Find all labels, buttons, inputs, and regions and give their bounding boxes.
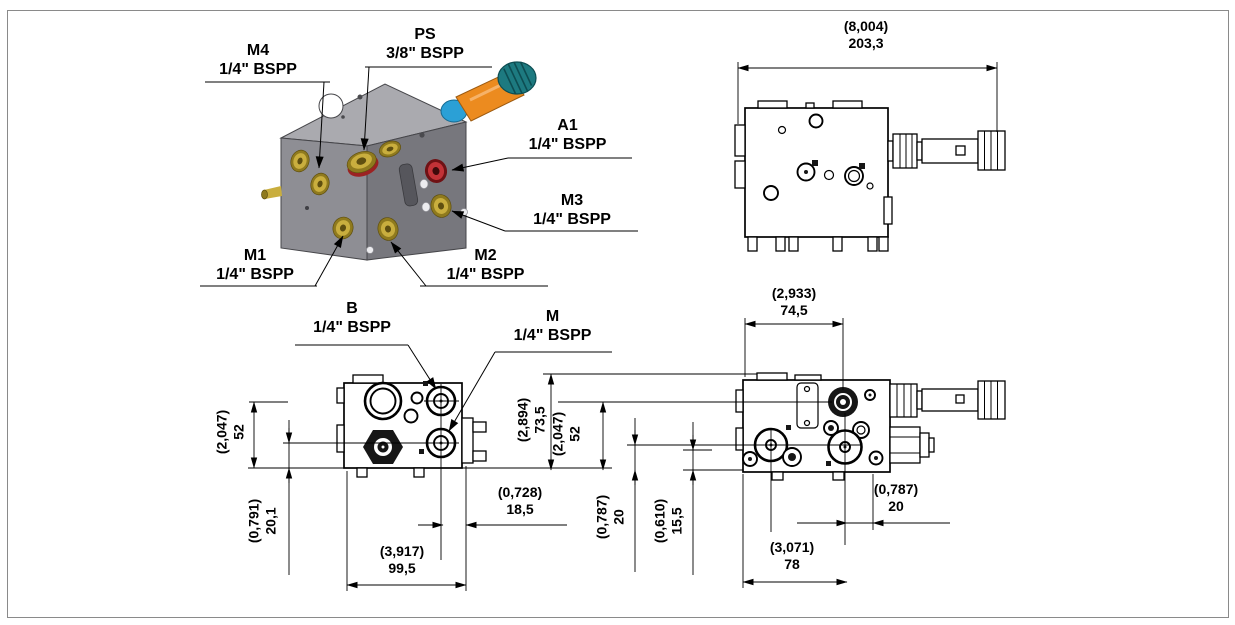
iso-relief-valve xyxy=(440,61,537,123)
port-thread: 1/4" BSPP xyxy=(533,210,611,228)
port-name: B xyxy=(346,300,358,317)
port-name: M2 xyxy=(474,247,497,264)
dim-front-left-offset: (0,791) 20,1 xyxy=(245,499,278,543)
port-label-m2: M2 1/4" BSPP xyxy=(418,247,553,285)
left-face-hole xyxy=(305,206,309,210)
port-label-ps: PS 3/8" BSPP xyxy=(355,26,495,64)
dim-inch: (0,728) xyxy=(497,484,543,500)
dim-inch: (0,787) xyxy=(593,494,610,540)
dim-mm: 15,5 xyxy=(668,507,684,535)
dim-mm: 73,5 xyxy=(531,406,547,434)
port-thread: 3/8" BSPP xyxy=(386,44,464,62)
iso-port-a1 xyxy=(424,159,448,183)
rear-view xyxy=(735,372,1006,481)
dim-rear-port-offset: (0,787) 20 xyxy=(846,481,946,514)
iso-corner-notch xyxy=(318,93,344,119)
dim-rear-port-height: (0,787) 20 xyxy=(593,495,626,539)
dim-mm: 99,5 xyxy=(388,559,416,576)
port-thread: 1/4" BSPP xyxy=(313,318,391,336)
dim-rear-ps-height: (2,047) 52 xyxy=(549,412,582,456)
dim-inch: (3,917) xyxy=(379,543,425,559)
rear-hex-fitting xyxy=(889,426,935,464)
front-view xyxy=(336,374,487,478)
port-label-m4: M4 1/4" BSPP xyxy=(188,42,328,80)
port-label-b: B 1/4" BSPP xyxy=(292,300,412,338)
port-name: A1 xyxy=(557,117,578,134)
dim-inch: (2,933) xyxy=(771,285,817,301)
dim-mm: 20 xyxy=(610,509,626,525)
port-label-m1: M1 1/4" BSPP xyxy=(190,247,320,285)
dimension-lines xyxy=(248,62,998,591)
iso-view xyxy=(261,61,537,261)
iso-port-m3 xyxy=(430,194,452,218)
port-name: M4 xyxy=(246,42,270,59)
dim-rear-top-width: (2,933) 74,5 xyxy=(744,285,844,318)
port-name: M3 xyxy=(560,192,584,209)
dim-overall-width: (8,004) 203,3 xyxy=(816,18,916,51)
port-label-m3: M3 1/4" BSPP xyxy=(502,192,642,230)
port-thread: 1/4" BSPP xyxy=(513,326,592,344)
dim-mm: 203,3 xyxy=(848,34,884,51)
front-face-slot xyxy=(398,163,419,207)
iso-white-plug xyxy=(421,202,431,212)
dim-mm: 20,1 xyxy=(262,507,278,535)
dim-inch: (8,004) xyxy=(843,18,889,34)
dim-mm: 78 xyxy=(784,555,800,572)
drawing-border-frame xyxy=(7,10,1229,618)
dim-mm: 52 xyxy=(230,424,246,440)
port-label-a1: A1 1/4" BSPP xyxy=(500,117,635,155)
top-face-hole xyxy=(357,94,363,100)
iso-port-m2 xyxy=(377,217,399,241)
dim-inch: (3,071) xyxy=(769,539,815,555)
iso-port-top-right xyxy=(378,140,402,158)
dim-rear-port-height2: (0,610) 15,5 xyxy=(651,499,684,543)
dim-front-width: (3,917) 99,5 xyxy=(352,543,452,576)
iso-white-plug xyxy=(366,246,374,254)
dim-rear-width: (3,071) 78 xyxy=(742,539,842,572)
port-label-m: M 1/4" BSPP xyxy=(490,308,615,346)
port-thread: 1/4" BSPP xyxy=(446,265,525,283)
dim-inch: (2,047) xyxy=(213,409,230,455)
dim-front-left-height: (2,047) 52 xyxy=(213,410,246,454)
valve-knurled-knob xyxy=(497,61,537,95)
top-view xyxy=(734,100,1006,252)
dim-inch: (2,894) xyxy=(514,397,531,443)
dim-mm: 20 xyxy=(888,497,904,514)
iso-white-plug xyxy=(419,179,429,189)
iso-port-ps xyxy=(346,151,379,177)
port-name: M xyxy=(545,308,560,325)
dim-inch: (0,610) xyxy=(651,498,668,544)
port-name: M1 xyxy=(243,247,267,264)
top-face-hole xyxy=(341,115,345,119)
rear-port-ps xyxy=(828,387,858,417)
port-thread: 1/4" BSPP xyxy=(528,135,607,153)
top-view-cartridge xyxy=(887,130,1006,171)
rear-view-cartridge xyxy=(889,380,1006,420)
port-name: PS xyxy=(414,26,436,43)
dim-mm: 52 xyxy=(566,426,582,442)
dim-mm: 18,5 xyxy=(506,500,534,517)
dim-rear-height: (2,894) 73,5 xyxy=(514,398,547,442)
iso-port-m4 xyxy=(310,172,330,196)
port-thread: 1/4" BSPP xyxy=(219,60,297,78)
leader-lines xyxy=(200,66,638,432)
dim-inch: (2,047) xyxy=(549,411,566,457)
iso-left-stub xyxy=(261,186,282,200)
iso-port-left-upper xyxy=(290,149,310,173)
front-hex-fitting xyxy=(363,430,403,464)
iso-port-m1 xyxy=(332,216,354,240)
port-thread: 1/4" BSPP xyxy=(216,265,294,283)
dim-mm: 74,5 xyxy=(780,301,808,318)
top-face-hole xyxy=(419,132,425,138)
dim-front-port-offset: (0,728) 18,5 xyxy=(470,484,570,517)
dim-inch: (0,787) xyxy=(873,481,919,497)
dim-inch: (0,791) xyxy=(245,498,262,544)
